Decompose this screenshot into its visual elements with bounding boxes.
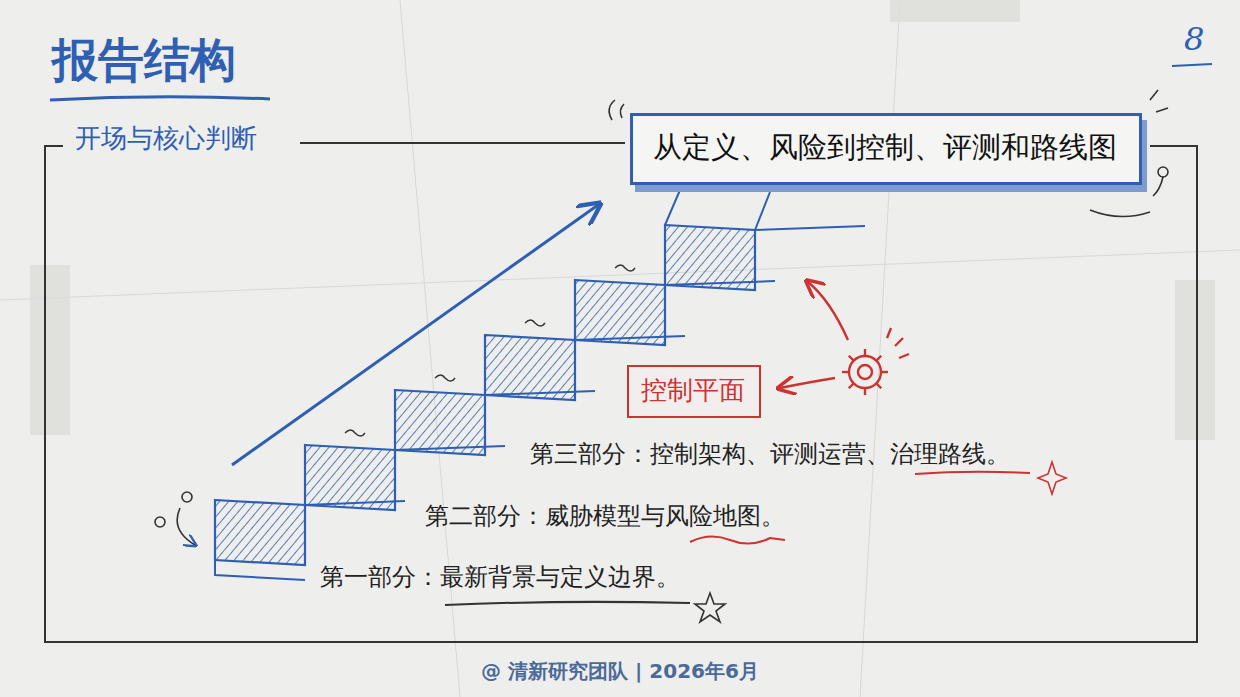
- page-underline: [1172, 64, 1212, 66]
- gear-tooth: [864, 388, 866, 395]
- squiggle: [690, 536, 785, 543]
- gear-tooth: [881, 371, 888, 373]
- node-text: 开场与核心判断: [67, 121, 265, 156]
- stair-riser: [575, 280, 665, 345]
- footer-caption: @ 清新研究团队 | 2026年6月: [0, 658, 1240, 685]
- section-frame: 开场与核心判断从定义、风险到控制、评测和路线图控制平面: [45, 143, 1197, 642]
- sparkle: [1038, 462, 1066, 494]
- stair-doodle: [345, 430, 365, 436]
- start-doodle: [155, 492, 195, 545]
- part-label: 第一部分：最新背景与定义边界。: [320, 561, 680, 593]
- stairs: [215, 190, 865, 580]
- node-text: 控制平面: [641, 373, 747, 408]
- gear-tooth: [842, 371, 849, 373]
- stair-riser: [485, 335, 575, 400]
- slide-title: 报告结构: [52, 30, 236, 92]
- underline: [445, 602, 690, 605]
- title-underline: [50, 97, 270, 100]
- part-label: 第二部分：威胁模型与风险地图。: [425, 500, 785, 532]
- control-plane-box: 控制平面: [627, 365, 761, 418]
- gear-tooth: [876, 383, 881, 388]
- tape: [30, 0, 1215, 440]
- stair-riser: [665, 225, 755, 290]
- stair-doodle: [435, 375, 455, 381]
- gear-tooth: [864, 349, 866, 356]
- stair-base: [215, 560, 305, 580]
- up-arrow: [808, 282, 848, 340]
- stair-riser: [215, 500, 305, 565]
- gear-tooth: [876, 356, 881, 361]
- stair-doodle: [525, 320, 545, 326]
- rising-arrow: [232, 205, 598, 465]
- banner-box: 从定义、风险到控制、评测和路线图: [630, 113, 1142, 185]
- stair-tread: [755, 226, 865, 230]
- part-label: 第三部分：控制架构、评测运营、治理路线。: [530, 438, 1010, 470]
- star: [695, 593, 725, 622]
- banner-doodle: [609, 90, 1168, 217]
- gear-icon: [842, 328, 909, 395]
- stair-doodle: [615, 265, 635, 271]
- stair-riser: [305, 445, 395, 510]
- underline: [915, 472, 1030, 474]
- stair-top: [665, 190, 770, 230]
- gear-arrow: [780, 378, 835, 388]
- gear-tooth: [849, 383, 854, 388]
- stair-riser: [395, 390, 485, 455]
- section-frame: [45, 143, 1197, 642]
- node-text: 从定义、风险到控制、评测和路线图: [653, 128, 1119, 168]
- gear-tooth: [849, 356, 854, 361]
- page-number: 8: [1184, 20, 1204, 58]
